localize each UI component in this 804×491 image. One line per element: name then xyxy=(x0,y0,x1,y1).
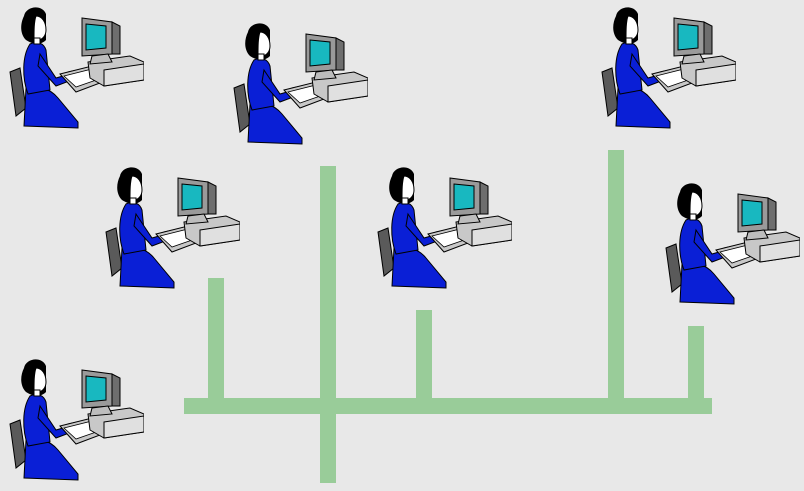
person-at-computer-icon xyxy=(100,164,240,294)
workstation-5 xyxy=(372,164,512,294)
workstation-4 xyxy=(100,164,240,294)
workstation-6 xyxy=(660,180,800,310)
person-at-computer-icon xyxy=(660,180,800,310)
backbone-cable xyxy=(184,398,712,414)
trunk-cable xyxy=(320,166,336,483)
drop-cable-3 xyxy=(608,150,624,406)
person-at-computer-icon xyxy=(4,4,144,134)
person-at-computer-icon xyxy=(4,356,144,486)
workstation-1 xyxy=(4,4,144,134)
person-at-computer-icon xyxy=(596,4,736,134)
drop-cable-1 xyxy=(208,278,224,406)
workstation-3 xyxy=(596,4,736,134)
drop-cable-4 xyxy=(688,326,704,406)
person-at-computer-icon xyxy=(228,20,368,150)
workstation-2 xyxy=(228,20,368,150)
drop-cable-2 xyxy=(416,310,432,406)
person-at-computer-icon xyxy=(372,164,512,294)
workstation-7 xyxy=(4,356,144,486)
